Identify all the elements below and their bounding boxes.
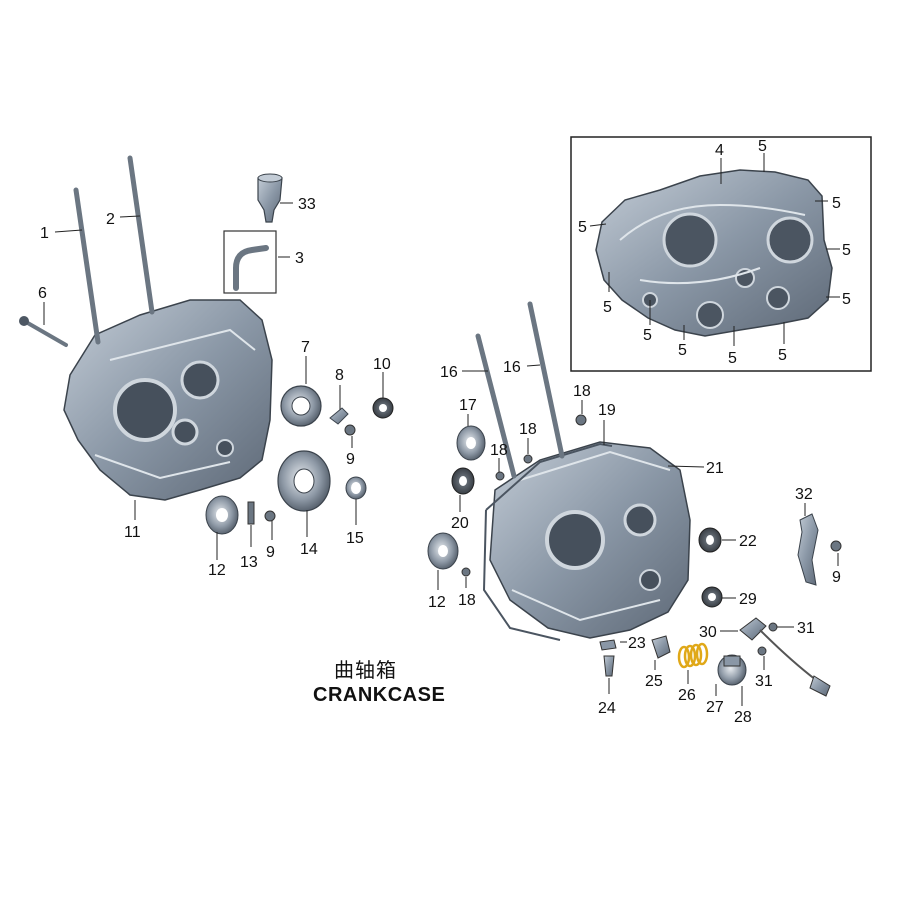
dowel-9b [264, 510, 276, 522]
callout-31a: 31 [797, 620, 815, 637]
callout-28: 28 [734, 709, 752, 726]
callout-18b: 18 [519, 421, 537, 438]
clip-8 [329, 407, 349, 425]
spring-26 [677, 642, 709, 669]
callout-11: 11 [124, 524, 141, 541]
breather-33 [257, 173, 283, 223]
dowel-18d [461, 567, 471, 577]
callout-5g: 5 [643, 327, 652, 344]
pipe-3-frame [223, 230, 277, 294]
callout-27: 27 [706, 699, 724, 716]
callout-21: 21 [706, 460, 724, 477]
callout-24: 24 [598, 700, 616, 717]
title-english: CRANKCASE [313, 684, 446, 706]
stud-16a [475, 333, 517, 479]
callout-30: 30 [699, 624, 717, 641]
callout-9c: 9 [832, 569, 841, 586]
callout-7: 7 [301, 339, 310, 356]
callout-5f: 5 [603, 299, 612, 316]
callout-16a: 16 [440, 364, 458, 381]
callout-5j: 5 [778, 347, 787, 364]
callout-10: 10 [373, 356, 391, 373]
callout-5i: 5 [728, 350, 737, 367]
right-crankcase-inset [595, 169, 833, 337]
left-crankcase-half [63, 299, 273, 501]
pin-13 [247, 501, 255, 525]
callout-16b: 16 [503, 359, 521, 376]
stud-bolt-2 [127, 155, 155, 315]
callout-19: 19 [598, 402, 616, 419]
plug-25 [651, 635, 671, 659]
callout-26: 26 [678, 687, 696, 704]
callout-15: 15 [346, 530, 364, 547]
callout-14: 14 [300, 541, 318, 558]
callout-6: 6 [38, 285, 47, 302]
callout-3: 3 [295, 250, 304, 267]
dowel-18c [495, 471, 505, 481]
callout-23: 23 [628, 635, 646, 652]
callout-5b: 5 [578, 219, 587, 236]
callout-5h: 5 [678, 342, 687, 359]
sensor-wire [759, 629, 817, 681]
title-chinese: 曲轴箱 [334, 658, 397, 682]
callout-31b: 31 [755, 673, 773, 690]
pipe-3 [233, 245, 269, 291]
callout-33: 33 [298, 196, 316, 213]
bracket-32 [797, 513, 819, 586]
callout-5d: 5 [842, 242, 851, 259]
callout-9: 9 [346, 451, 355, 468]
callout-1: 1 [40, 225, 49, 242]
callout-12b: 12 [428, 594, 446, 611]
sensor-30 [739, 617, 767, 641]
dowel-9c [830, 540, 842, 552]
gasket-19 [482, 442, 613, 641]
callout-18d: 18 [458, 592, 476, 609]
stud-16b [527, 301, 565, 459]
callout-5e: 5 [842, 291, 851, 308]
callout-4: 4 [715, 142, 724, 159]
leader-lines [43, 153, 840, 706]
dowel-18a [575, 414, 587, 426]
callout-5c: 5 [832, 195, 841, 212]
callout-18c: 18 [490, 442, 508, 459]
callout-22: 22 [739, 533, 757, 550]
dowel-18b [523, 454, 533, 464]
callout-12: 12 [208, 562, 226, 579]
drain-cap-28 [723, 655, 741, 667]
callout-8: 8 [335, 367, 344, 384]
fitting-24 [603, 655, 615, 677]
callout-25: 25 [645, 673, 663, 690]
callout-29: 29 [739, 591, 757, 608]
callout-20: 20 [451, 515, 469, 532]
right-crankcase-half [489, 441, 691, 639]
callout-13: 13 [240, 554, 258, 571]
oil-screen-23 [599, 639, 617, 651]
callout-32: 32 [795, 486, 813, 503]
callout-18a: 18 [573, 383, 591, 400]
bolt-6 [24, 320, 68, 347]
screw-31b [757, 646, 767, 656]
callout-17: 17 [459, 397, 477, 414]
callout-2: 2 [106, 211, 115, 228]
stud-bolt-1 [73, 187, 101, 345]
callout-5a: 5 [758, 138, 767, 155]
callout-9b: 9 [266, 544, 275, 561]
dowel-9 [344, 424, 356, 436]
screw-31a [768, 622, 778, 632]
sensor-plug [809, 675, 831, 697]
